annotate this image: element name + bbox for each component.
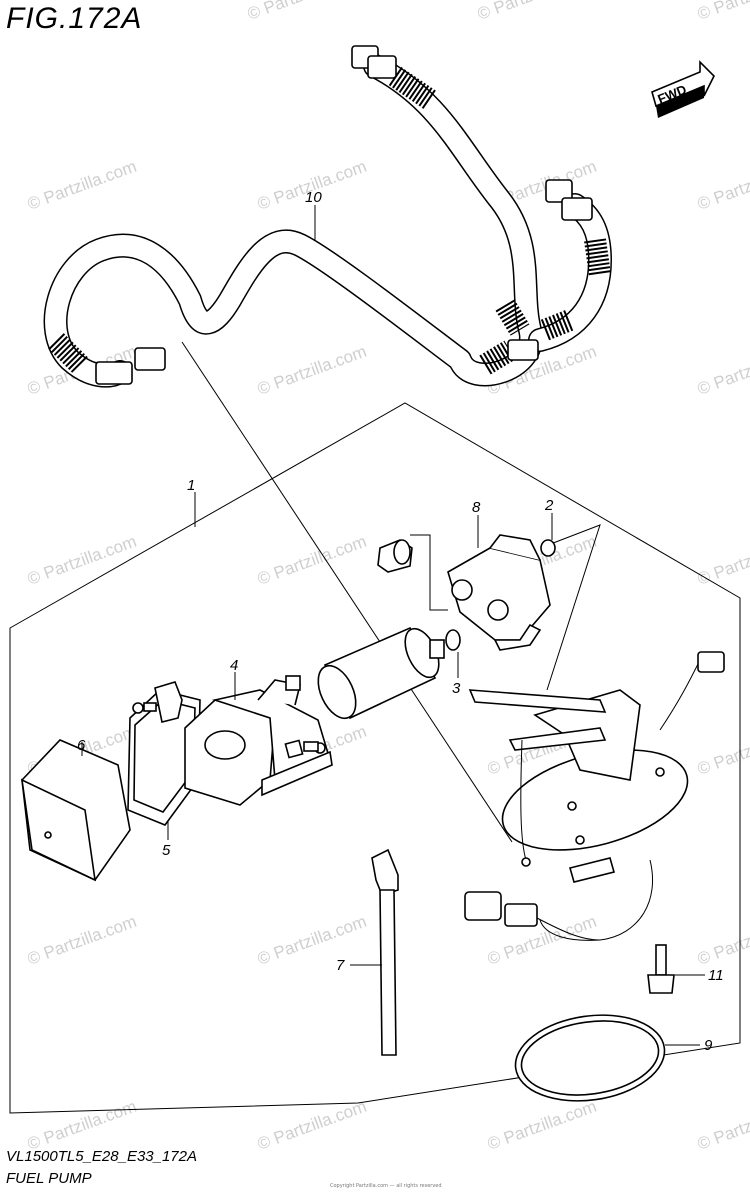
screw-icon [132,681,326,754]
leader-line [546,524,601,691]
pressure-regulator [447,534,551,651]
watermark-text: © Partzilla.com [485,1097,599,1154]
leader-line [181,341,513,843]
watermark-text: © Partzilla.com [695,912,750,969]
o-ring [445,629,461,651]
callout-4: 4 [230,657,238,674]
filter-case [20,739,131,882]
fuel-pump-motor [317,626,445,720]
callout-2: 2 [544,497,554,514]
fuel-hose-assembly [43,45,612,388]
o-ring [540,539,556,557]
watermark-text: © Partzilla.com [695,0,750,24]
watermark-text: © Partzilla.com [25,157,139,214]
leader-line [410,534,448,611]
watermark-text: © Partzilla.com [695,1097,750,1154]
watermark-text: © Partzilla.com [25,532,139,589]
watermark-text: © Partzilla.com [25,1097,139,1154]
watermark-text: © Partzilla.com [255,532,369,589]
watermark-text: © Partzilla.com [695,342,750,399]
callout-6: 6 [77,737,86,754]
watermark-text: © Partzilla.com [475,0,589,24]
section-name: FUEL PUMP [6,1170,92,1187]
copyright-note: Copyright Partzilla.com — all rights res… [330,1183,442,1189]
callout-7: 7 [336,957,345,974]
callout-9: 9 [704,1037,713,1054]
pump-mount-plate [468,651,725,941]
plug-cap [377,539,413,573]
callout-8: 8 [472,499,481,516]
pump-bracket [184,675,333,806]
watermark-text: © Partzilla.com [255,342,369,399]
hose-connector [95,45,593,385]
assembly-outline [9,402,741,1114]
fwd-arrow-icon: FWD [651,60,715,118]
callout-numbers: 1 2 3 4 5 6 7 8 9 10 11 [77,189,724,1054]
watermark-text: © Partzilla.com [255,912,369,969]
wire-connector [464,891,601,941]
watermark-text: © Partzilla.com [695,722,750,779]
model-code: VL1500TL5_E28_E33_172A [6,1148,198,1165]
watermark-text: © Partzilla.com [695,532,750,589]
callout-10: 10 [305,189,322,206]
callout-11: 11 [708,967,724,984]
watermark-text: © Partzilla.com [695,157,750,214]
callout-leaders [81,205,705,1046]
bolt-icon [647,944,675,994]
callout-5: 5 [162,842,171,859]
figure-title: FIG.172A [6,2,143,35]
watermark-text: © Partzilla.com [245,0,359,24]
callout-3: 3 [452,680,461,697]
callout-1: 1 [187,477,195,494]
watermark-text: © Partzilla.com [25,912,139,969]
gasket-ring [514,1014,666,1102]
cable-tie [371,848,399,1056]
